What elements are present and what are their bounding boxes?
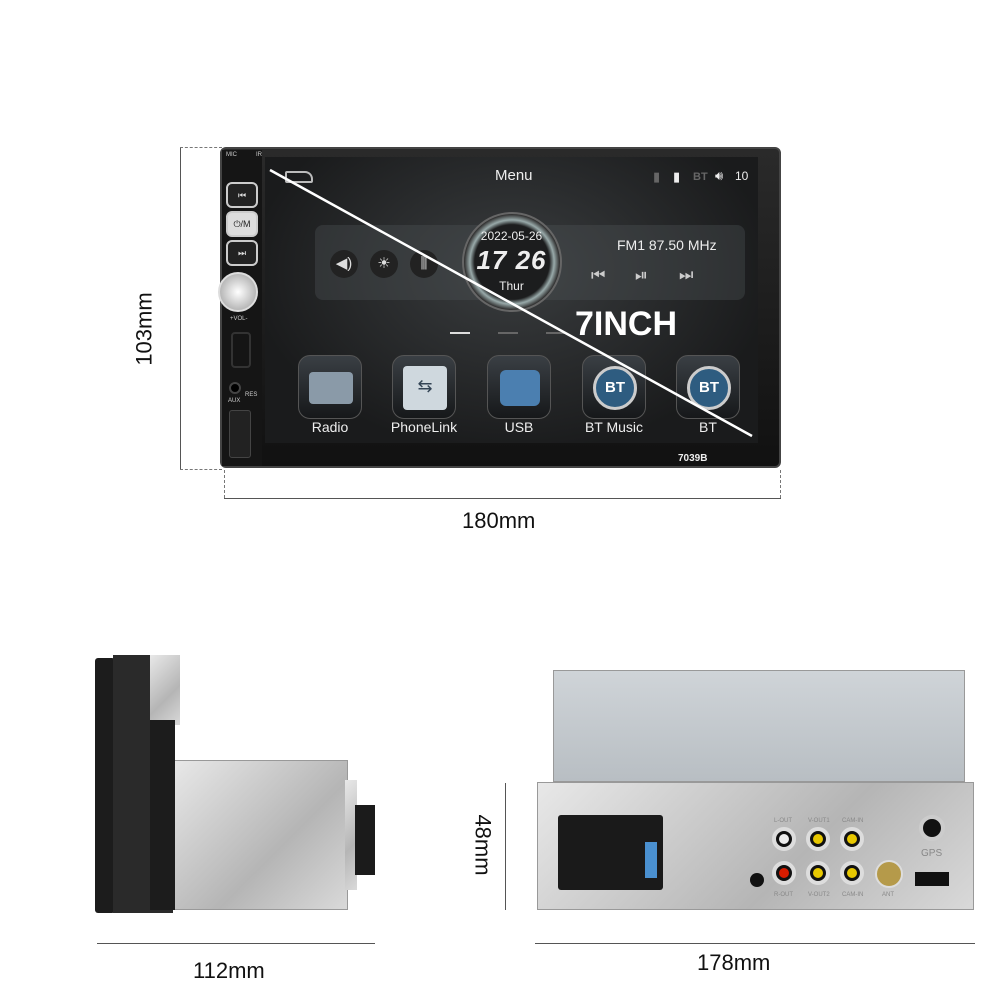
screen-size-label: 7INCH <box>575 305 678 343</box>
prev-track-icon[interactable]: ⏮ <box>591 267 606 284</box>
gps-label: GPS <box>921 848 943 859</box>
diagonal-line <box>269 168 753 438</box>
dimension-guide <box>180 147 222 148</box>
home-icon[interactable] <box>285 171 313 183</box>
model-number: 7039B <box>678 453 708 464</box>
side-bracket-black <box>150 720 175 910</box>
rear-slot <box>915 872 949 886</box>
volume-icon: 🔊︎ <box>715 168 724 183</box>
aux-label: AUX <box>228 398 241 404</box>
height-label: 103mm <box>131 292 157 366</box>
bt-status: BT <box>693 171 708 183</box>
rear-height-label: 48mm <box>470 814 496 876</box>
phonelink-icon: ⇆ <box>403 366 447 410</box>
dimension-guide <box>180 469 222 470</box>
sd-card-icon: ▮ <box>653 169 661 184</box>
next-track-icon[interactable]: ⏭ <box>679 267 694 284</box>
date: 2022-05-26 <box>480 229 543 243</box>
app-phonelink[interactable]: ⇆ <box>392 355 456 419</box>
app-usb[interactable] <box>487 355 551 419</box>
rca-label: CAM-IN <box>842 818 864 824</box>
ir-label: IR <box>256 152 262 158</box>
clock-dial <box>462 212 562 312</box>
page-indicator[interactable] <box>498 332 518 334</box>
bluetooth-icon: BT <box>593 366 637 410</box>
side-faceplate <box>95 658 115 913</box>
usb-status-icon: ▮ <box>673 169 681 184</box>
bluetooth-icon: BT <box>687 366 731 410</box>
side-rear <box>345 780 357 890</box>
height-dimension-line <box>180 147 181 470</box>
app-bt-music[interactable]: BT <box>582 355 646 419</box>
rca-label: L-OUT <box>774 818 792 824</box>
app-radio[interactable] <box>298 355 362 419</box>
rca-label: R-OUT <box>774 892 793 898</box>
screen-title: Menu <box>495 167 533 184</box>
app-label: USB <box>504 419 534 435</box>
rca-v-out2[interactable] <box>806 861 830 885</box>
dimension-guide <box>224 470 225 498</box>
app-bt[interactable]: BT <box>676 355 740 419</box>
side-connector <box>355 805 375 875</box>
volume-icon[interactable]: ◀) <box>330 250 358 278</box>
width-label: 180mm <box>462 508 536 533</box>
depth-dimension-line <box>97 943 375 944</box>
app-label: PhoneLink <box>390 419 458 435</box>
mic-jack[interactable] <box>750 873 764 887</box>
antenna-jack[interactable] <box>875 860 903 888</box>
rear-top-cover <box>553 670 965 782</box>
res-label: RES <box>245 392 258 398</box>
volume-level: 10 <box>735 169 749 183</box>
volume-knob[interactable] <box>218 272 258 312</box>
sd-card-slot[interactable] <box>231 332 251 368</box>
side-bracket <box>150 655 180 725</box>
rca-l-out[interactable] <box>772 827 796 851</box>
fuse <box>645 842 657 878</box>
aux-jack[interactable] <box>229 382 241 394</box>
page-indicator[interactable] <box>546 332 566 334</box>
app-label: BT Music <box>584 419 644 435</box>
app-label: Radio <box>311 419 349 435</box>
rca-cam-in[interactable] <box>840 861 864 885</box>
dimension-guide <box>780 470 781 498</box>
brightness-icon[interactable]: ☀ <box>370 250 398 278</box>
rear-height-dimension-line <box>505 783 506 910</box>
width-dimension-line <box>224 498 781 499</box>
usb-port-cover[interactable] <box>229 410 251 458</box>
vol-label: +VOL- <box>230 316 248 322</box>
side-chassis <box>173 760 348 910</box>
rear-width-dimension-line <box>535 943 975 944</box>
play-pause-icon[interactable]: ⏯ <box>635 267 648 284</box>
prev-button[interactable]: ⏮ <box>226 182 258 208</box>
page-indicator[interactable] <box>450 332 470 334</box>
day: Thur <box>499 279 524 293</box>
rear-width-label: 178mm <box>697 950 771 975</box>
radio-icon <box>309 372 353 404</box>
next-button[interactable]: ⏭ <box>226 240 258 266</box>
gps-jack[interactable] <box>919 815 945 841</box>
power-mode-button[interactable]: ⏻/M <box>226 211 258 237</box>
rca-label: CAM-IN <box>842 892 864 898</box>
app-label: BT <box>699 419 717 435</box>
time: 17 26 <box>476 245 547 275</box>
ant-label: ANT <box>882 892 894 898</box>
touch-screen[interactable]: Menu ▮ ▮ BT 🔊︎ 10 ◀) ☀ ⫼ 2022-05-26 17 2… <box>265 157 758 443</box>
rca-label: V-OUT2 <box>808 892 830 898</box>
rca-r-out[interactable] <box>772 861 796 885</box>
depth-label: 112mm <box>193 958 265 983</box>
rca-label: V-OUT1 <box>808 818 830 824</box>
usb-icon <box>500 370 540 406</box>
rca-cam-in[interactable] <box>840 827 864 851</box>
mic-label: MIC <box>226 152 237 158</box>
rca-v-out1[interactable] <box>806 827 830 851</box>
radio-frequency: FM1 87.50 MHz <box>617 237 717 253</box>
